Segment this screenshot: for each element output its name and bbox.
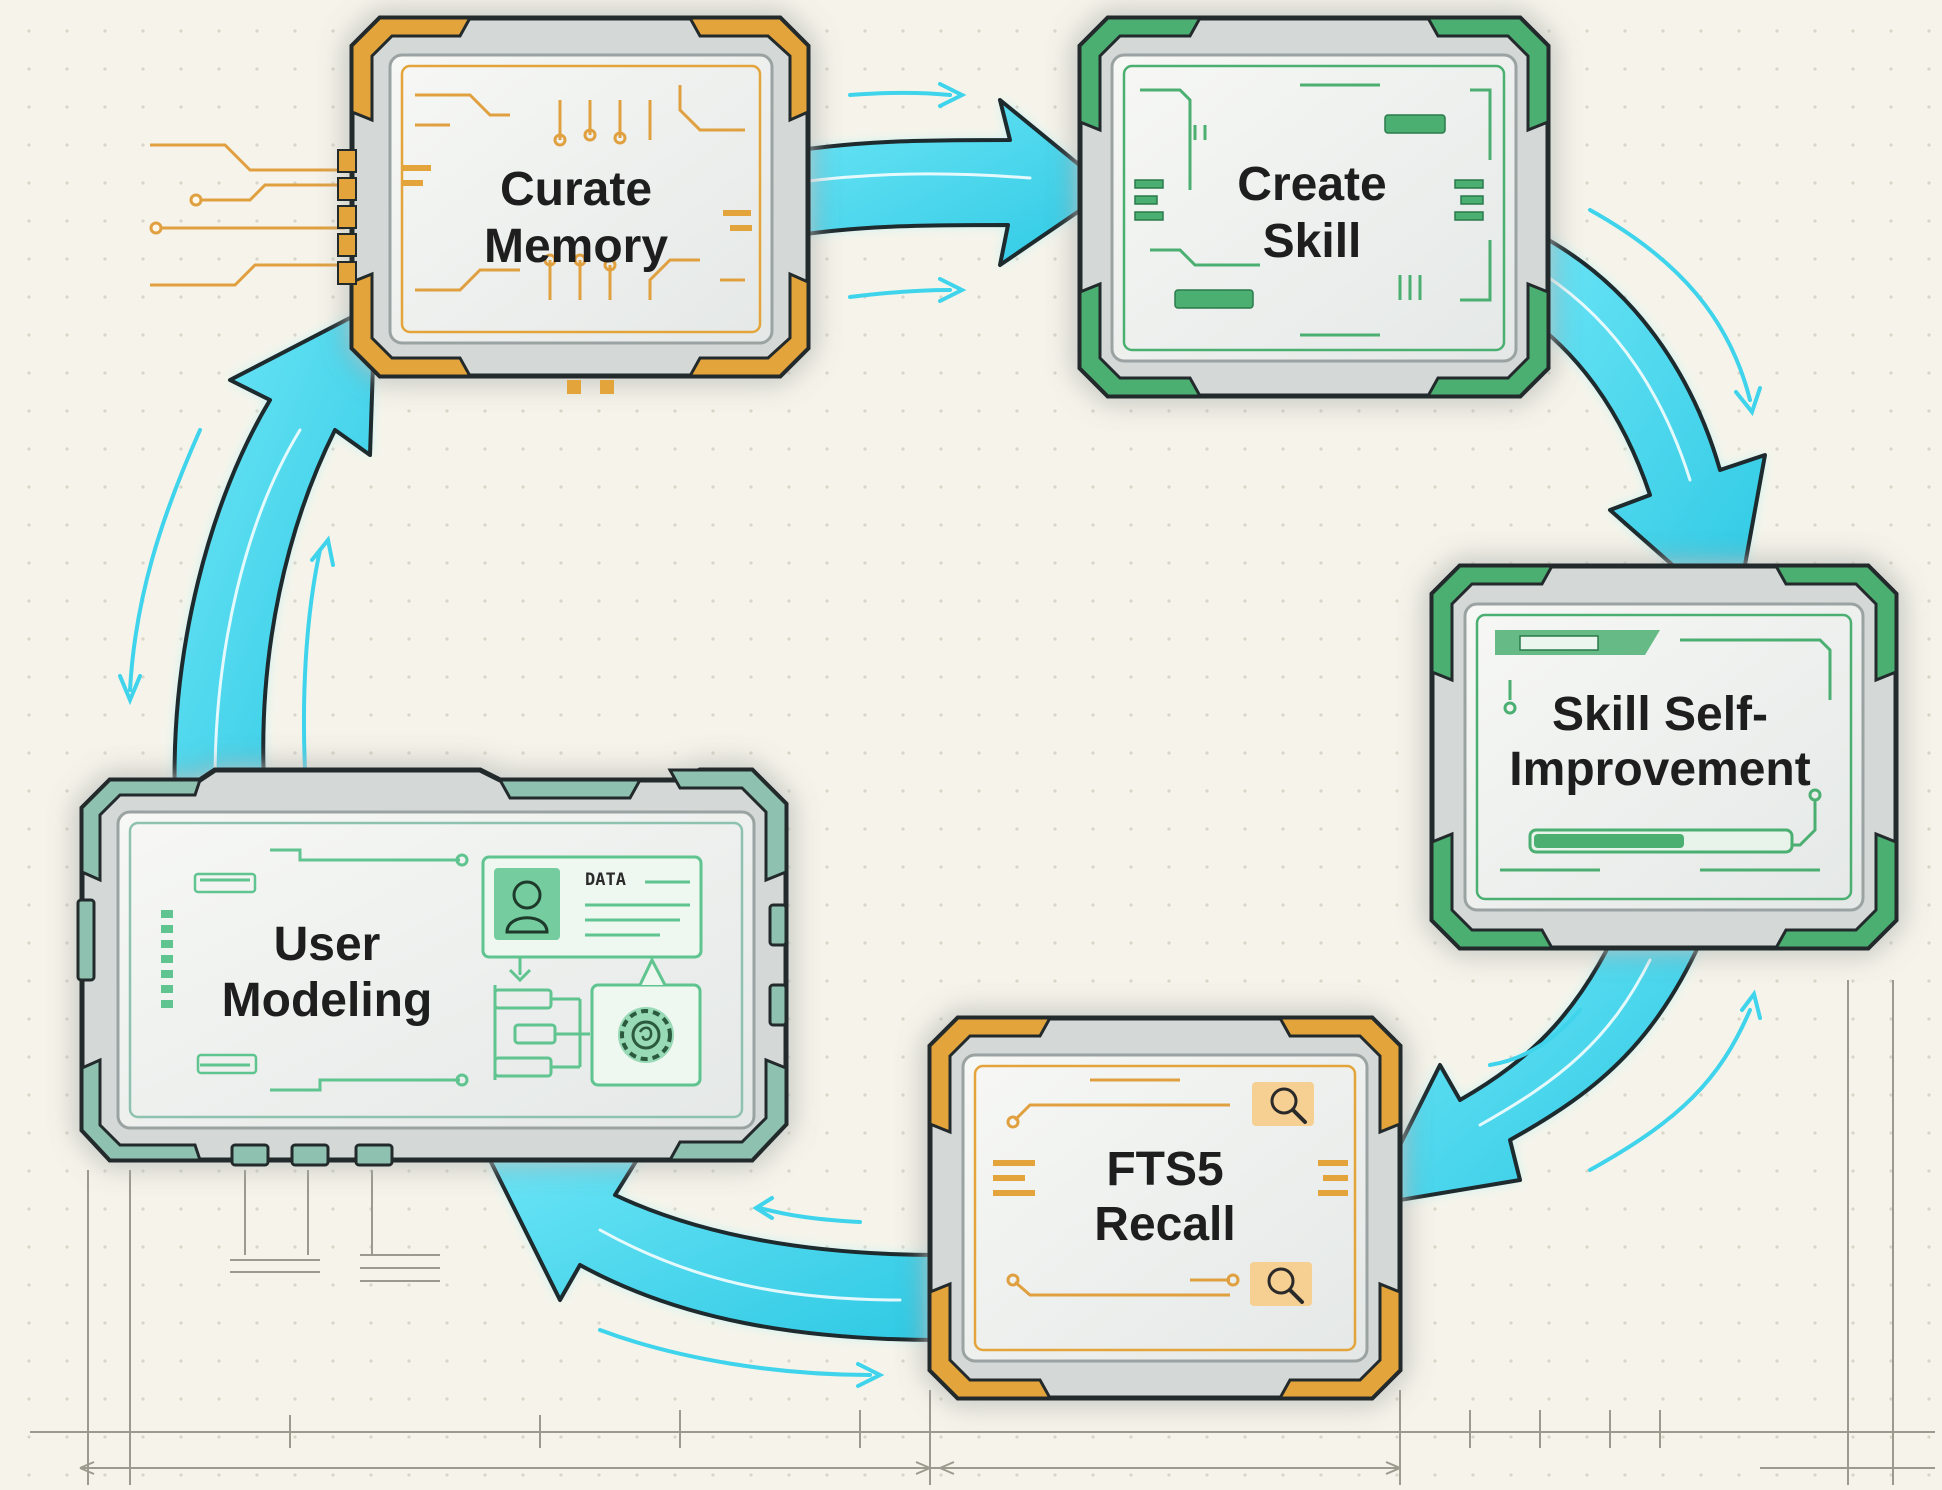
arrow-memory-to-skill [768, 98, 1112, 267]
node-curate-memory: Curate Memory [337, 15, 811, 394]
user-modeling-label-line2: Modeling [222, 974, 433, 1027]
create-skill-label-line1: Create [1237, 158, 1386, 211]
create-skill-label-line2: Skill [1263, 215, 1362, 268]
cycle-arrows [172, 98, 1767, 1342]
user-modeling-label-line1: User [274, 918, 381, 971]
curate-memory-label-line2: Memory [484, 220, 668, 273]
search-icon [1250, 1262, 1312, 1306]
user-icon [494, 868, 560, 940]
brain-gear-icon [618, 1007, 674, 1063]
accent-arrows [118, 82, 1762, 1388]
fts5-recall-label-line1: FTS5 [1106, 1143, 1223, 1196]
arrow-modeling-to-memory [172, 303, 377, 802]
node-skill-self-improvement: Skill Self- Improvement [1429, 563, 1899, 951]
fts5-recall-label-line2: Recall [1094, 1198, 1235, 1251]
blueprint-dimension-lines [30, 980, 1935, 1485]
skill-self-improvement-label-line1: Skill Self- [1552, 688, 1768, 741]
data-label: DATA [585, 870, 626, 890]
node-fts5-recall: FTS5 Recall [927, 1015, 1403, 1401]
arrow-recall-to-modeling [478, 1138, 942, 1342]
node-create-skill: Create Skill [1077, 15, 1551, 399]
arrow-skill-to-improvement [1498, 228, 1767, 622]
input-circuit-traces [149, 143, 345, 287]
search-icon [1252, 1082, 1314, 1126]
node-user-modeling: DATA User Modeling [76, 767, 789, 1167]
skill-self-improvement-label-line2: Improvement [1509, 743, 1810, 796]
curate-memory-label-line1: Curate [500, 163, 652, 216]
